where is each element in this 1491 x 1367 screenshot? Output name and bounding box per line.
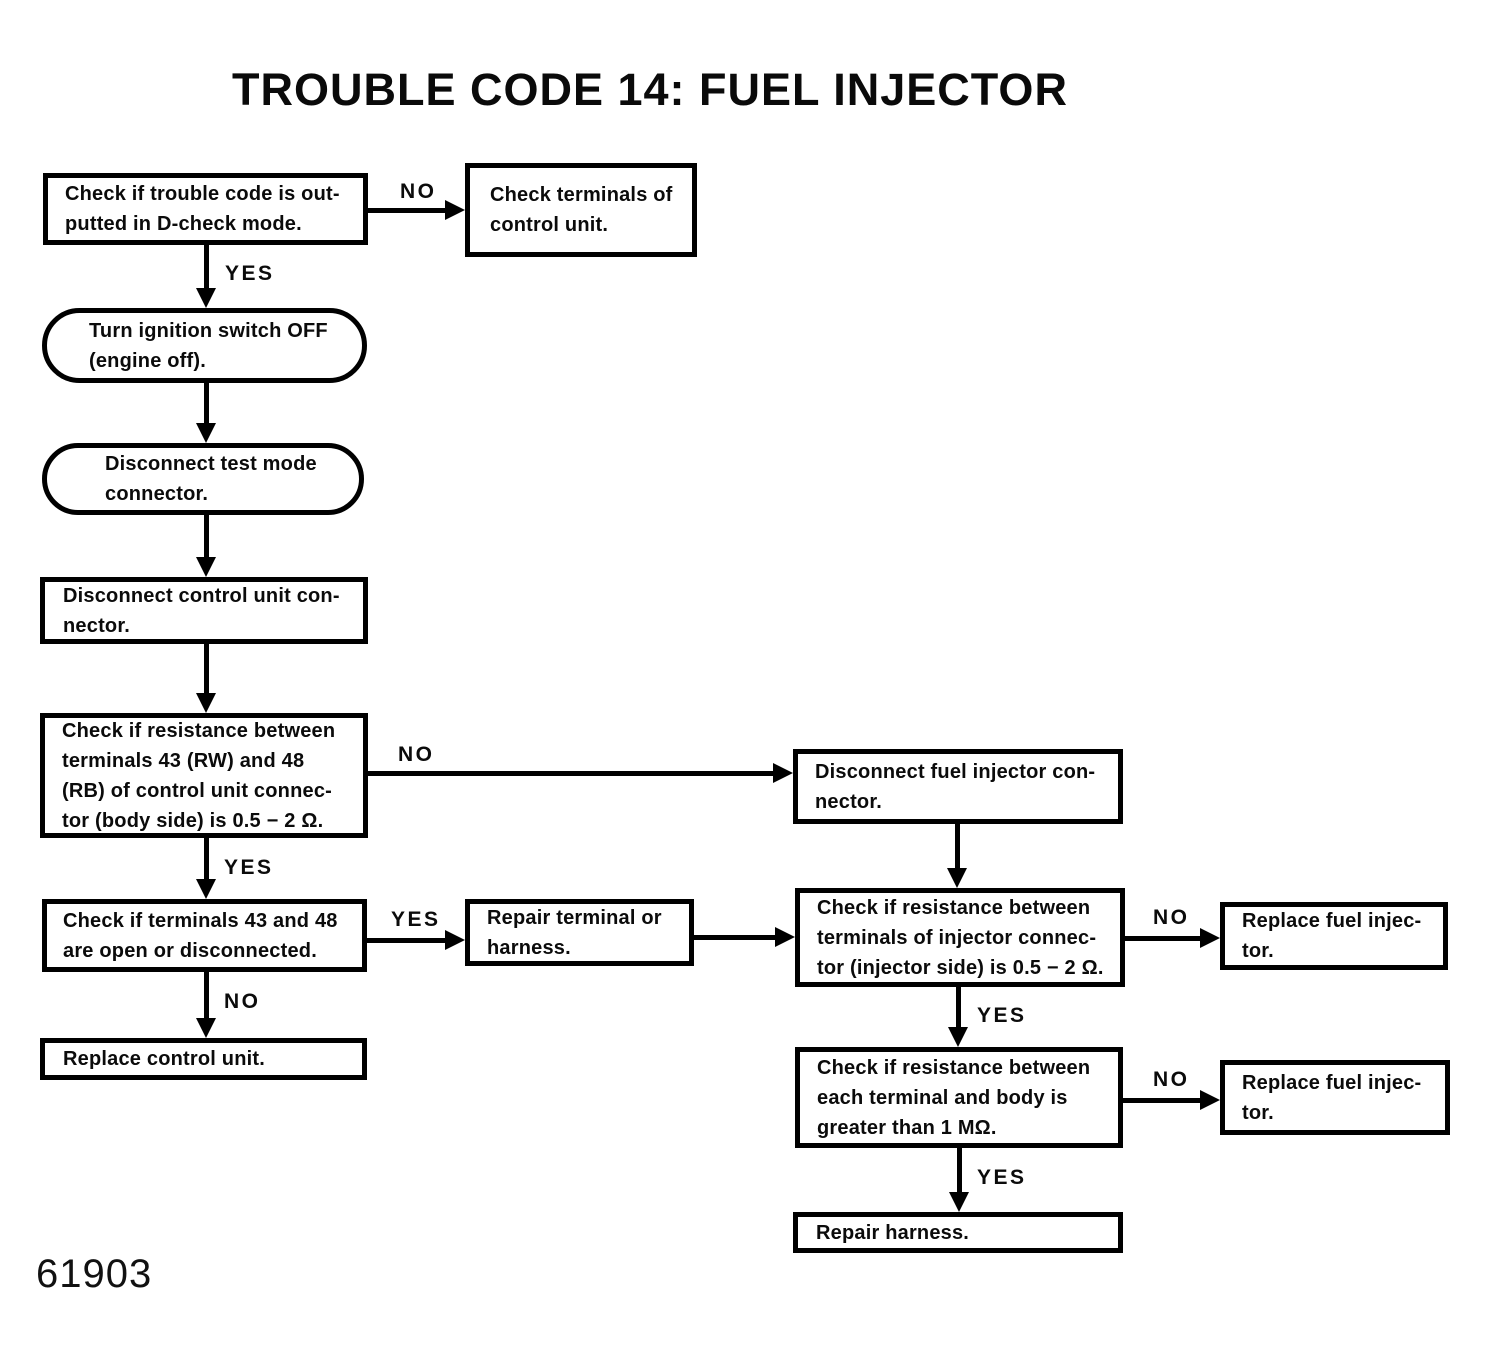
node-repair-terminal-or-harness: Repair terminal or harness. bbox=[465, 899, 694, 966]
node-turn-ignition-switch-off: Turn ignition switch OFF (engine off). bbox=[42, 308, 367, 383]
edge-trouble-code-no bbox=[368, 207, 453, 213]
arrowhead-terminals-open-no bbox=[196, 1018, 216, 1038]
node-check-resistance-control-unit-connector: Check if resistance between terminals 43… bbox=[40, 713, 368, 838]
edge-injector-check-no bbox=[1125, 935, 1210, 941]
node-label: Disconnect fuel injector con- nector. bbox=[815, 760, 1096, 813]
edge-ignition-to-test-mode bbox=[203, 383, 209, 433]
node-label: Check if resistance between each termina… bbox=[817, 1056, 1091, 1139]
edge-injector-check-yes bbox=[955, 987, 961, 1037]
node-label: Replace fuel injec- tor. bbox=[1242, 1071, 1422, 1124]
node-label: Repair terminal or harness. bbox=[487, 906, 662, 959]
node-replace-fuel-injector-2: Replace fuel injec- tor. bbox=[1220, 1060, 1450, 1135]
node-check-resistance-injector-connector: Check if resistance between terminals of… bbox=[795, 888, 1125, 987]
arrowhead-injector-check-yes bbox=[948, 1027, 968, 1047]
edge-terminal-body-yes bbox=[956, 1148, 962, 1202]
arrowhead-trouble-code-no bbox=[445, 200, 465, 220]
edge-label-resistance-no: NO bbox=[398, 743, 435, 766]
edge-resistance-yes bbox=[203, 838, 209, 889]
edge-repair-to-injector-check bbox=[694, 934, 785, 940]
arrowhead-terminals-open-yes bbox=[445, 930, 465, 950]
arrowhead-trouble-code-yes bbox=[196, 288, 216, 308]
edge-test-mode-to-cu-connector bbox=[203, 515, 209, 567]
arrowhead-cu-connector-to-resistance bbox=[196, 693, 216, 713]
node-label: Replace fuel injec- tor. bbox=[1242, 910, 1422, 962]
edge-label-resistance-yes: YES bbox=[224, 856, 274, 879]
edge-injector-connector-down bbox=[954, 824, 960, 878]
edge-cu-connector-to-resistance bbox=[203, 644, 209, 703]
node-label: Check if resistance between terminals of… bbox=[817, 896, 1104, 979]
arrowhead-terminal-body-yes bbox=[949, 1192, 969, 1212]
edge-terminals-open-yes bbox=[367, 937, 455, 943]
node-replace-fuel-injector-1: Replace fuel injec- tor. bbox=[1220, 902, 1448, 970]
arrowhead-injector-connector-down bbox=[947, 868, 967, 888]
node-disconnect-control-unit-connector: Disconnect control unit con- nector. bbox=[40, 577, 368, 644]
arrowhead-terminal-body-no bbox=[1200, 1090, 1220, 1110]
node-disconnect-test-mode-connector: Disconnect test mode connector. bbox=[42, 443, 364, 515]
arrowhead-injector-check-no bbox=[1200, 928, 1220, 948]
edge-trouble-code-yes bbox=[203, 245, 209, 298]
node-check-resistance-terminal-body: Check if resistance between each termina… bbox=[795, 1047, 1123, 1148]
node-check-terminals-43-48-open: Check if terminals 43 and 48 are open or… bbox=[42, 899, 367, 972]
edge-label-terminals-open-yes: YES bbox=[391, 908, 441, 931]
node-label: Check if terminals 43 and 48 are open or… bbox=[63, 909, 338, 962]
arrowhead-resistance-no bbox=[773, 763, 793, 783]
node-replace-control-unit: Replace control unit. bbox=[40, 1038, 367, 1080]
node-label: Repair harness. bbox=[816, 1221, 970, 1244]
edge-label-terminals-open-no: NO bbox=[224, 990, 261, 1013]
node-repair-harness: Repair harness. bbox=[793, 1212, 1123, 1253]
node-check-terminals-control-unit: Check terminals of control unit. bbox=[465, 163, 697, 257]
edge-label-trouble-code-no: NO bbox=[400, 180, 437, 203]
edge-label-injector-check-yes: YES bbox=[977, 1004, 1027, 1027]
edge-label-injector-check-no: NO bbox=[1153, 906, 1190, 929]
node-disconnect-fuel-injector-connector: Disconnect fuel injector con- nector. bbox=[793, 749, 1123, 824]
edge-label-terminal-body-no: NO bbox=[1153, 1068, 1190, 1091]
edge-terminals-open-no bbox=[203, 972, 209, 1028]
arrowhead-ignition-to-test-mode bbox=[196, 423, 216, 443]
edge-label-terminal-body-yes: YES bbox=[977, 1166, 1027, 1189]
edge-label-trouble-code-yes: YES bbox=[225, 262, 275, 285]
arrowhead-resistance-yes bbox=[196, 879, 216, 899]
arrowhead-repair-to-injector-check bbox=[775, 927, 795, 947]
edge-resistance-no bbox=[368, 770, 783, 776]
figure-code: 61903 bbox=[36, 1252, 153, 1296]
node-label: Check if trouble code is out- putted in … bbox=[65, 183, 340, 235]
arrowhead-test-mode-to-cu-connector bbox=[196, 557, 216, 577]
page-title: TROUBLE CODE 14: FUEL INJECTOR bbox=[232, 64, 1068, 115]
node-label: Disconnect control unit con- nector. bbox=[63, 584, 340, 637]
node-label: Replace control unit. bbox=[63, 1048, 266, 1070]
node-label: Check terminals of control unit. bbox=[490, 184, 673, 236]
node-label: Turn ignition switch OFF (engine off). bbox=[89, 319, 328, 372]
edge-terminal-body-no bbox=[1123, 1097, 1210, 1103]
node-label: Disconnect test mode connector. bbox=[105, 453, 317, 505]
node-check-trouble-code-output: Check if trouble code is out- putted in … bbox=[43, 173, 368, 245]
node-label: Check if resistance between terminals 43… bbox=[62, 719, 336, 832]
